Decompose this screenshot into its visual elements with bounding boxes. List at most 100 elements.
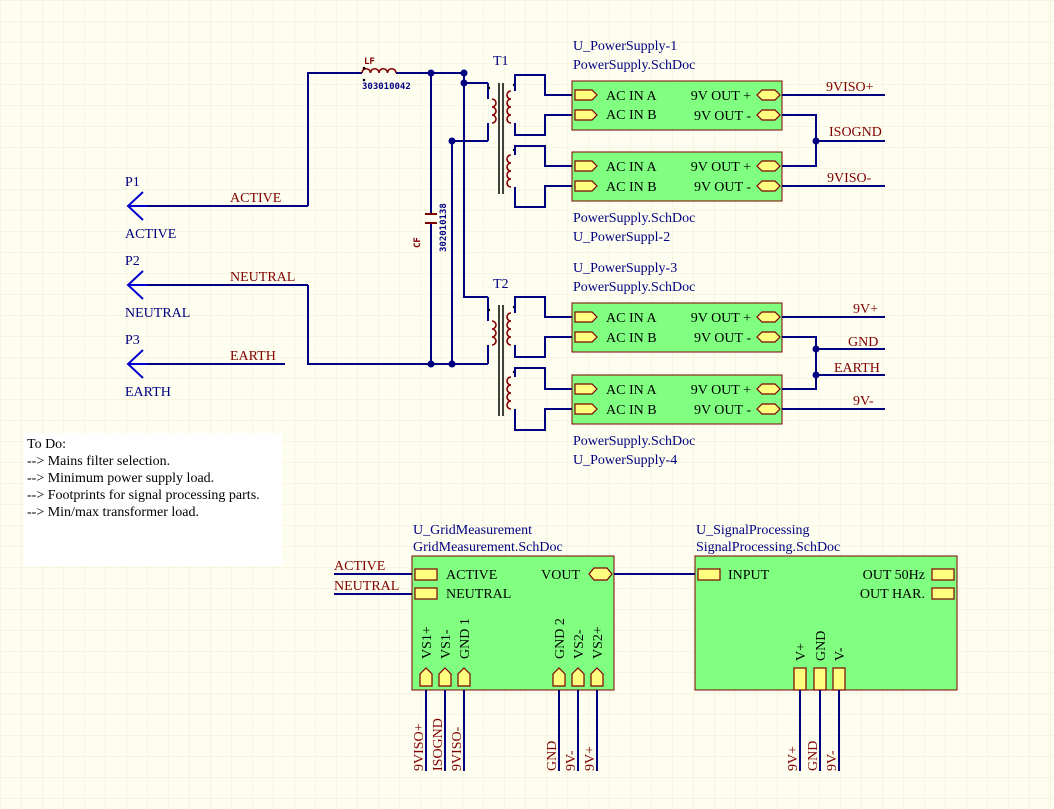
net-label: ISOGND	[431, 718, 446, 771]
pin-label: VOUT	[541, 568, 580, 583]
net-label-active: ACTIVE	[230, 191, 281, 206]
pin-vs1-plus[interactable]	[419, 667, 433, 687]
pin-label: 9V OUT +	[691, 383, 751, 398]
net-label-neutral-in: NEUTRAL	[334, 579, 399, 594]
pin-label: V+	[794, 643, 809, 661]
pin-ac-in-b[interactable]	[574, 109, 598, 121]
power-supply-2[interactable]: AC IN A AC IN B 9V OUT + 9V OUT - PowerS…	[571, 151, 783, 245]
port-p3-designator: P3	[125, 333, 140, 348]
net-label: 9V+	[583, 746, 598, 771]
pin-label: AC IN B	[606, 108, 657, 123]
todo-item: --> Mains filter selection.	[27, 454, 171, 469]
pin-label: AC IN B	[606, 180, 657, 195]
pin-9v-out-plus[interactable]	[756, 383, 781, 395]
pin-label: AC IN A	[606, 160, 657, 175]
net-label: 9V-	[825, 750, 840, 771]
net-label-9v-plus: 9V+	[853, 302, 878, 317]
grid-bottom-pins: VS1+ VS1- GND 1 GND 2 VS2- VS2+	[419, 618, 606, 687]
pin-label: 9V OUT -	[694, 180, 751, 195]
todo-item: --> Footprints for signal processing par…	[27, 488, 260, 503]
pin-gnd1[interactable]	[457, 667, 471, 687]
pin-vs2-plus[interactable]	[590, 667, 604, 687]
grid-measurement-block[interactable]: U_GridMeasurement GridMeasurement.SchDoc…	[334, 523, 615, 771]
pin-ac-in-a[interactable]	[574, 383, 598, 395]
net-label: 9V+	[786, 746, 801, 771]
pin-ac-in-b[interactable]	[574, 180, 598, 192]
todo-note: To Do: --> Mains filter selection. --> M…	[24, 433, 282, 566]
pin-label: ACTIVE	[446, 568, 497, 583]
pin-label: VS1+	[420, 626, 435, 659]
net-label-earth: EARTH	[230, 349, 276, 364]
power-supply-1-file: PowerSupply.SchDoc	[573, 58, 695, 73]
net-label: 9VISO+	[412, 723, 427, 771]
pin-ac-in-b[interactable]	[574, 403, 598, 415]
pin-neutral[interactable]	[414, 587, 438, 600]
net-label: 9VISO-	[450, 726, 465, 771]
net-label-isognd: ISOGND	[829, 125, 882, 140]
power-supply-4-designator: U_PowerSupply-4	[573, 453, 677, 468]
pin-vminus[interactable]	[832, 667, 846, 691]
pin-9v-out-minus[interactable]	[756, 180, 781, 192]
pin-9v-out-plus[interactable]	[756, 89, 781, 101]
main-output-nets: 9V+ GND EARTH 9V-	[782, 302, 885, 410]
power-supply-4[interactable]: AC IN A AC IN B 9V OUT + 9V OUT - PowerS…	[571, 374, 783, 468]
signal-processing-file: SignalProcessing.SchDoc	[696, 540, 840, 555]
pin-out-50hz[interactable]	[931, 568, 955, 581]
power-supply-1-designator: U_PowerSupply-1	[573, 39, 677, 54]
inductor-label: LF	[364, 57, 375, 67]
pin-gnd[interactable]	[813, 667, 827, 691]
pin-vplus[interactable]	[793, 667, 807, 691]
pin-input[interactable]	[697, 568, 721, 581]
port-p1-name: ACTIVE	[125, 227, 176, 242]
pin-label: V-	[833, 647, 848, 661]
pin-label: AC IN A	[606, 383, 657, 398]
pin-ac-in-a[interactable]	[574, 311, 598, 323]
transformer-t1: T1	[487, 54, 575, 208]
pin-label: NEUTRAL	[446, 587, 511, 602]
port-p2-designator: P2	[125, 254, 140, 269]
pin-vs2-minus[interactable]	[571, 667, 585, 687]
net-label-earth-2: EARTH	[834, 361, 880, 376]
power-supply-2-file: PowerSupply.SchDoc	[573, 211, 695, 226]
pin-ac-in-a[interactable]	[574, 89, 598, 101]
port-p1-designator: P1	[125, 175, 140, 190]
pin-ac-in-a[interactable]	[574, 160, 598, 172]
pin-label: GND	[814, 631, 829, 661]
pin-9v-out-minus[interactable]	[756, 109, 781, 121]
todo-title: To Do:	[27, 437, 67, 452]
pin-vout[interactable]	[588, 567, 613, 581]
pin-label: VS1-	[439, 629, 454, 659]
port-p2[interactable]: P2 NEUTRAL NEUTRAL	[125, 254, 308, 321]
pin-active[interactable]	[414, 568, 438, 581]
capacitor-label: CF	[413, 237, 423, 248]
port-p1[interactable]: P1 ACTIVE ACTIVE	[125, 175, 308, 242]
pin-9v-out-plus[interactable]	[756, 311, 781, 323]
pin-gnd2[interactable]	[552, 667, 566, 687]
signal-processing-block[interactable]: U_SignalProcessing SignalProcessing.SchD…	[694, 523, 958, 771]
mains-filter: LF 303010042 CF 302010138	[307, 57, 488, 368]
pin-out-har[interactable]	[931, 587, 955, 600]
pin-label: AC IN A	[606, 311, 657, 326]
pin-label: 9V OUT +	[691, 89, 751, 104]
port-p3[interactable]: P3 EARTH EARTH	[125, 333, 285, 400]
todo-item: --> Min/max transformer load.	[27, 505, 199, 520]
pin-label: OUT HAR.	[860, 587, 925, 602]
power-supply-2-designator: U_PowerSuppl-2	[573, 230, 670, 245]
pin-label: GND 1	[458, 618, 473, 659]
inductor-lf	[361, 67, 397, 74]
power-supply-3-file: PowerSupply.SchDoc	[573, 280, 695, 295]
net-label-active-in: ACTIVE	[334, 559, 385, 574]
net-label: GND	[545, 741, 560, 771]
pin-ac-in-b[interactable]	[574, 331, 598, 343]
pin-9v-out-plus[interactable]	[756, 160, 781, 172]
inductor-part-number: 303010042	[362, 82, 411, 92]
pin-label: 9V OUT +	[691, 160, 751, 175]
power-supply-3[interactable]: U_PowerSupply-3 PowerSupply.SchDoc AC IN…	[571, 261, 783, 353]
pin-9v-out-minus[interactable]	[756, 403, 781, 415]
pin-9v-out-minus[interactable]	[756, 331, 781, 343]
power-supply-1[interactable]: U_PowerSupply-1 PowerSupply.SchDoc AC IN…	[571, 39, 783, 131]
net-label-neutral: NEUTRAL	[230, 270, 295, 285]
signal-processing-designator: U_SignalProcessing	[696, 523, 810, 538]
pin-vs1-minus[interactable]	[438, 667, 452, 687]
